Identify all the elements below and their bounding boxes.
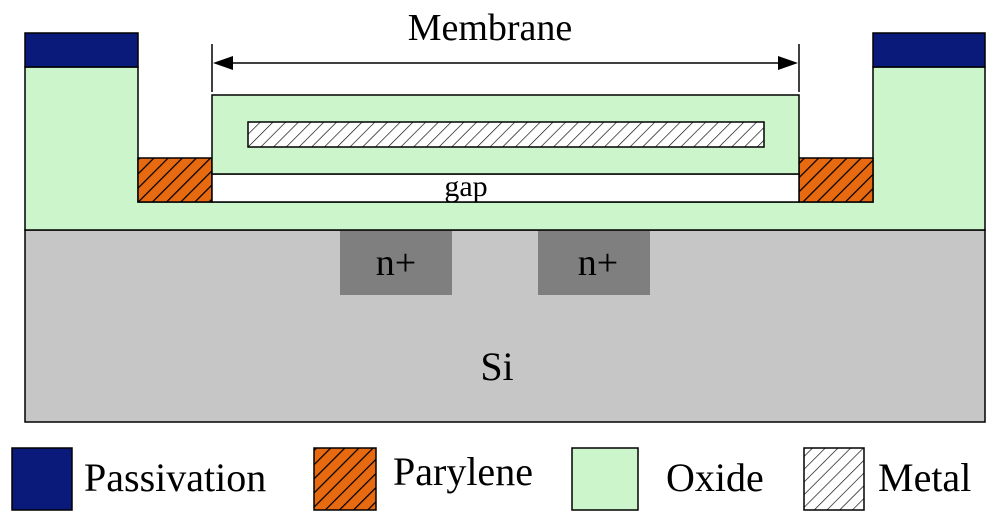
legend-label-metal: Metal — [878, 455, 971, 500]
metal-electrode — [247, 121, 765, 148]
legend: Passivation Parylene Oxide Metal — [11, 447, 971, 511]
legend-label-parylene: Parylene — [393, 449, 533, 494]
n-plus-label-right: n+ — [578, 242, 618, 284]
legend-swatch-parylene — [313, 447, 377, 511]
passivation-left — [24, 32, 139, 68]
parylene-post-right — [798, 157, 874, 203]
membrane-dimension-arrow — [211, 44, 800, 92]
n-plus-region-right — [538, 231, 650, 295]
legend-swatch-oxide — [571, 447, 639, 511]
passivation-right — [872, 32, 986, 68]
gap-label: gap — [444, 170, 487, 203]
n-plus-label-left: n+ — [376, 242, 416, 284]
legend-label-oxide: Oxide — [666, 455, 764, 500]
membrane-label: Membrane — [408, 7, 573, 49]
silicon-label: Si — [480, 344, 513, 389]
gap-region — [211, 173, 800, 203]
legend-label-passivation: Passivation — [84, 455, 266, 500]
legend-swatch-metal — [803, 447, 865, 511]
legend-swatch-passivation — [11, 447, 73, 511]
n-plus-region-left — [340, 231, 452, 295]
parylene-post-left — [137, 157, 213, 203]
silicon-substrate — [24, 229, 986, 423]
